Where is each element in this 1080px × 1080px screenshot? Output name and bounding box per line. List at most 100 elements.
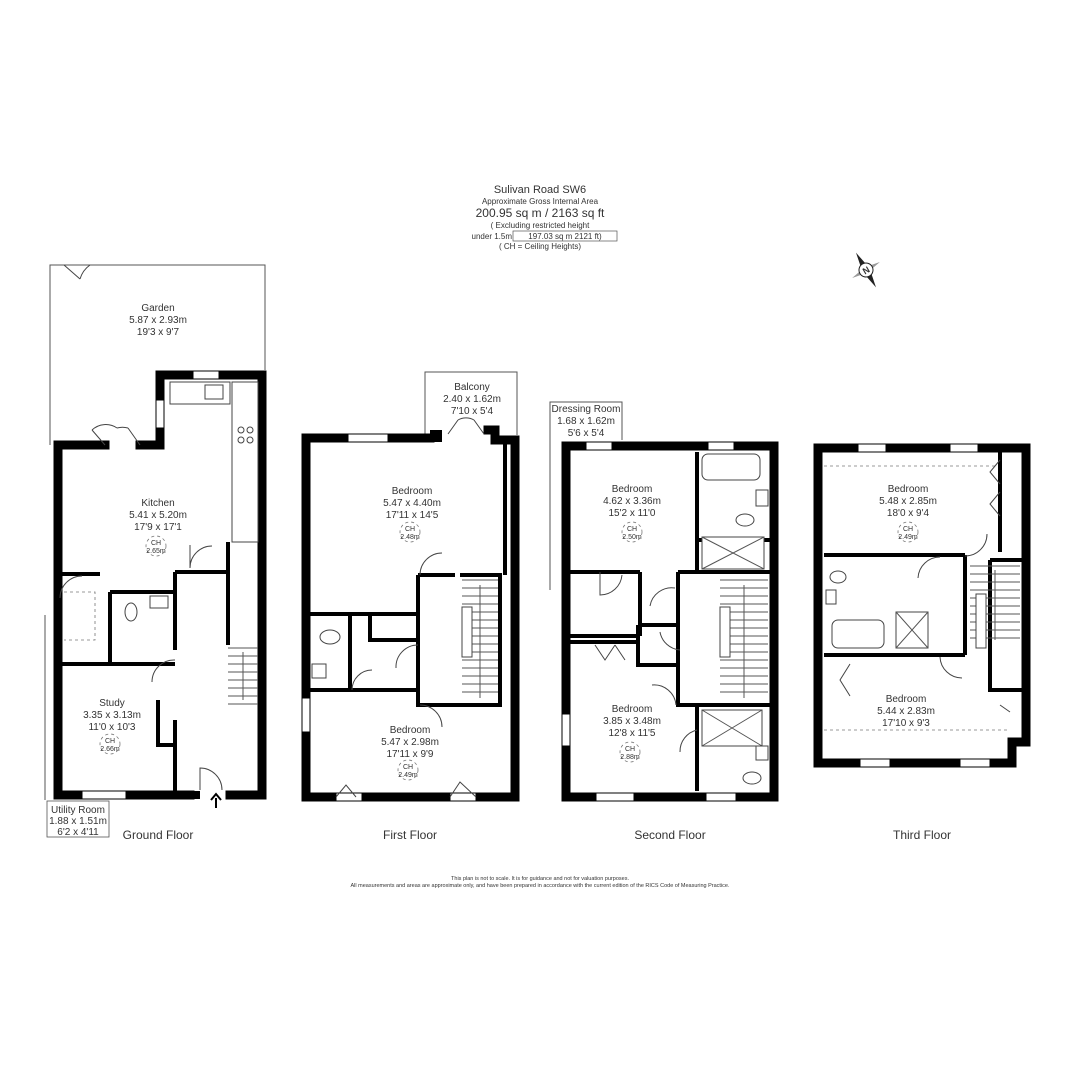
second-basin-icon xyxy=(755,489,769,507)
first-staircase-icon xyxy=(462,579,498,698)
second-staircase-icon xyxy=(720,579,768,698)
first-floor-label: First Floor xyxy=(383,828,437,842)
dressing-room-boundary xyxy=(549,401,623,590)
plan-header: Sulivan Road SW6 Approximate Gross Inter… xyxy=(472,184,618,251)
hob-icon xyxy=(237,426,245,434)
kitchen-ceiling-height: 2.65m xyxy=(146,548,166,555)
study-name: Study xyxy=(99,698,125,709)
first-bedroom1-metric: 5.47 x 4.40m xyxy=(383,498,441,509)
compass-north-label: N xyxy=(861,264,872,276)
first-bedroom2-name: Bedroom xyxy=(390,725,431,736)
ceiling-height-note: ( CH = Ceiling Heights) xyxy=(499,242,581,251)
third-toilet-icon xyxy=(829,570,847,584)
balcony-imperial: 7'10 x 5'4 xyxy=(451,406,494,417)
first-floor-plan: Balcony 2.40 x 1.62m 7'10 x 5'4 Bedroom … xyxy=(301,371,520,842)
third-floor-plan: Bedroom 5.48 x 2.85m 18'0 x 9'4 CH 2.49m… xyxy=(813,443,1031,842)
first-outer-wall xyxy=(301,425,520,802)
excluded-area-line1: ( Excluding restricted height xyxy=(491,221,590,230)
excluded-area-box xyxy=(512,230,618,242)
kitchen-sink-icon xyxy=(204,384,224,400)
first-bedroom1-window xyxy=(347,433,389,443)
utility-room-imperial: 6'2 x 4'11 xyxy=(57,827,99,838)
garden-gate-icon xyxy=(63,264,81,280)
area-subtitle: Approximate Gross Internal Area xyxy=(482,197,599,206)
excluded-area-prefix: under 1.5m xyxy=(472,232,513,241)
kitchen-name: Kitchen xyxy=(141,498,174,509)
balcony-name: Balcony xyxy=(454,382,490,393)
svg-text:CH: CH xyxy=(151,540,161,547)
balcony-boundary xyxy=(424,371,518,435)
second-floor-label: Second Floor xyxy=(634,828,705,842)
kitchen-window xyxy=(192,370,220,380)
second-bedroom1-metric: 4.62 x 3.36m xyxy=(603,496,661,507)
first-toilet-icon xyxy=(319,629,341,645)
balcony-metric: 2.40 x 1.62m xyxy=(443,394,501,405)
ground-floor-plan: Garden 5.87 x 2.93m 19'3 x 9'7 Kitchen 5… xyxy=(44,264,267,842)
third-floor-label: Third Floor xyxy=(893,828,951,842)
third-bath-icon xyxy=(831,619,885,649)
kitchen-ceiling-height-badge xyxy=(145,535,167,557)
third-staircase-icon xyxy=(970,565,1020,640)
garden-boundary xyxy=(49,264,266,445)
first-basin-icon xyxy=(311,663,327,679)
wc-basin-icon xyxy=(149,595,169,609)
study-ceiling-height-badge xyxy=(99,733,121,755)
third-bedroom2-imperial: 17'10 x 9'3 xyxy=(882,718,930,729)
second-bedroom2-ceiling-height-badge xyxy=(619,741,641,763)
ground-staircase-icon xyxy=(228,647,258,705)
first-bedroom1-name: Bedroom xyxy=(392,486,433,497)
third-outer-wall xyxy=(813,443,1031,768)
svg-text:CH: CH xyxy=(625,746,635,753)
third-basin-icon xyxy=(825,589,837,605)
garden-imperial: 19'3 x 9'7 xyxy=(137,327,180,338)
second-bath-icon xyxy=(701,453,761,481)
ground-floor-label: Ground Floor xyxy=(123,828,194,842)
garden-metric: 5.87 x 2.93m xyxy=(129,315,187,326)
footer-disclaimer-1: This plan is not to scale. It is for gui… xyxy=(451,876,629,882)
second-bedroom1-imperial: 15'2 x 11'0 xyxy=(608,508,655,519)
wc-toilet-icon xyxy=(124,602,138,622)
kitchen-imperial: 17'9 x 17'1 xyxy=(134,522,182,533)
garden-name: Garden xyxy=(141,303,174,314)
first-bedroom1-ceiling-height: 2.48m xyxy=(400,534,420,541)
first-bedroom1-imperial: 17'11 x 14'5 xyxy=(386,510,439,521)
third-bedroom1-ceiling-height: 2.49m xyxy=(898,534,918,541)
second-bedroom2-ceiling-height: 2.88m xyxy=(620,754,640,761)
kitchen-french-doors-icon xyxy=(91,424,141,446)
first-bedroom2-ceiling-height-badge xyxy=(397,759,419,781)
third-bedroom2-metric: 5.44 x 2.83m xyxy=(877,706,935,717)
second-bedroom2-metric: 3.85 x 3.48m xyxy=(603,716,661,727)
third-bedroom2-name: Bedroom xyxy=(886,694,927,705)
first-bedroom1-ceiling-height-badge xyxy=(399,521,421,543)
first-bedroom2-imperial: 17'11 x 9'9 xyxy=(386,749,433,760)
second-outer-wall xyxy=(561,441,779,802)
second-bedroom1-ceiling-height: 2.50m xyxy=(622,534,642,541)
third-bedroom1-metric: 5.48 x 2.85m xyxy=(879,496,937,507)
study-imperial: 11'0 x 10'3 xyxy=(88,722,135,733)
entrance-arrow-icon xyxy=(210,792,222,808)
study-window xyxy=(81,790,127,800)
third-bedroom1-ceiling-height-badge xyxy=(897,521,919,543)
kitchen-metric: 5.41 x 5.20m xyxy=(129,510,187,521)
svg-text:CH: CH xyxy=(105,738,115,745)
footer-disclaimer-2: All measurements and areas are approxima… xyxy=(351,883,730,889)
utility-room-label-box xyxy=(46,800,110,838)
svg-text:CH: CH xyxy=(403,764,413,771)
third-bedroom1-name: Bedroom xyxy=(888,484,929,495)
second-toilet-icon xyxy=(735,513,755,527)
first-bedroom2-ceiling-height: 2.49m xyxy=(398,772,418,779)
utility-room-metric: 1.88 x 1.51m xyxy=(49,816,107,827)
gross-area: 200.95 sq m / 2163 sq ft xyxy=(476,206,605,220)
third-bedroom1-imperial: 18'0 x 9'4 xyxy=(887,508,930,519)
svg-text:CH: CH xyxy=(405,526,415,533)
second-bedroom2-name: Bedroom xyxy=(612,704,653,715)
utility-room-name: Utility Room xyxy=(51,805,105,816)
dressing-room-metric: 1.68 x 1.62m xyxy=(557,416,615,427)
balcony-french-doors-icon xyxy=(447,417,485,435)
dressing-room-name: Dressing Room xyxy=(552,404,621,415)
plan-footer: This plan is not to scale. It is for gui… xyxy=(351,876,730,889)
second-bedroom1-ceiling-height-badge xyxy=(621,521,643,543)
property-title: Sulivan Road SW6 xyxy=(494,184,586,196)
first-bedroom2-metric: 5.47 x 2.98m xyxy=(381,737,439,748)
svg-text:CH: CH xyxy=(627,526,637,533)
